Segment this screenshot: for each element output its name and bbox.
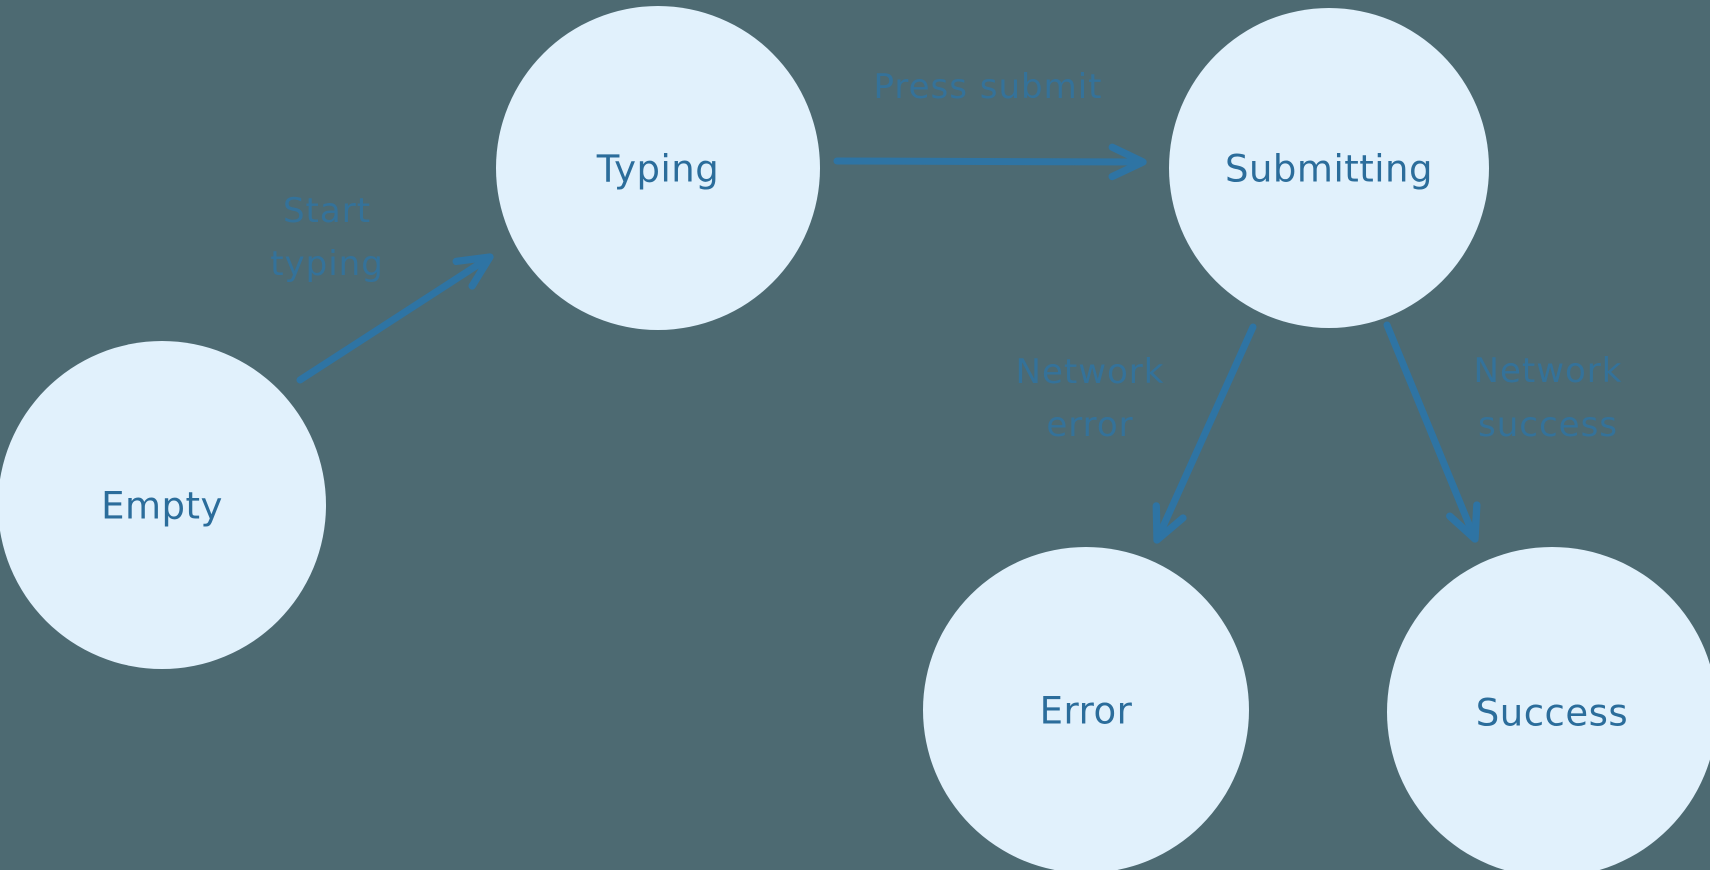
edge-submitting-to-success: Network success: [1383, 321, 1623, 543]
node-typing-circle: [496, 6, 820, 330]
edge-label-press-submit: Press submit: [873, 67, 1102, 107]
edge-label-start-typing-line1: Start: [283, 191, 371, 231]
node-success-label: Success: [1476, 692, 1628, 735]
edge-submitting-to-success-arrow: [1383, 321, 1481, 543]
node-empty-circle: [0, 341, 326, 669]
node-typing-label: Typing: [596, 148, 719, 191]
edge-submitting-to-error-arrow: [1152, 323, 1257, 544]
node-empty-label: Empty: [101, 485, 223, 528]
node-error: Error: [923, 547, 1249, 870]
edge-submitting-to-error: Network error: [1016, 323, 1257, 544]
edge-label-network-error-line2: error: [1046, 405, 1133, 445]
edge-typing-to-submitting-arrow: [833, 143, 1147, 181]
node-success: Success: [1387, 547, 1710, 870]
node-success-circle: [1387, 547, 1710, 870]
node-typing: Typing: [496, 6, 820, 330]
edge-empty-to-typing: Start typing: [270, 191, 494, 384]
edge-label-network-success-line1: Network: [1474, 351, 1623, 391]
edge-label-start-typing-line2: typing: [270, 244, 384, 284]
node-error-label: Error: [1040, 690, 1133, 733]
edge-typing-to-submitting: Press submit: [833, 67, 1147, 181]
node-empty: Empty: [0, 341, 326, 669]
node-submitting-circle: [1169, 8, 1489, 328]
edge-label-network-success-line2: success: [1478, 405, 1618, 445]
node-error-circle: [923, 547, 1249, 870]
node-submitting-label: Submitting: [1225, 148, 1433, 191]
edge-label-network-error-line1: Network: [1016, 352, 1165, 392]
edge-empty-to-typing-arrow: [296, 253, 494, 384]
node-submitting: Submitting: [1169, 8, 1489, 328]
